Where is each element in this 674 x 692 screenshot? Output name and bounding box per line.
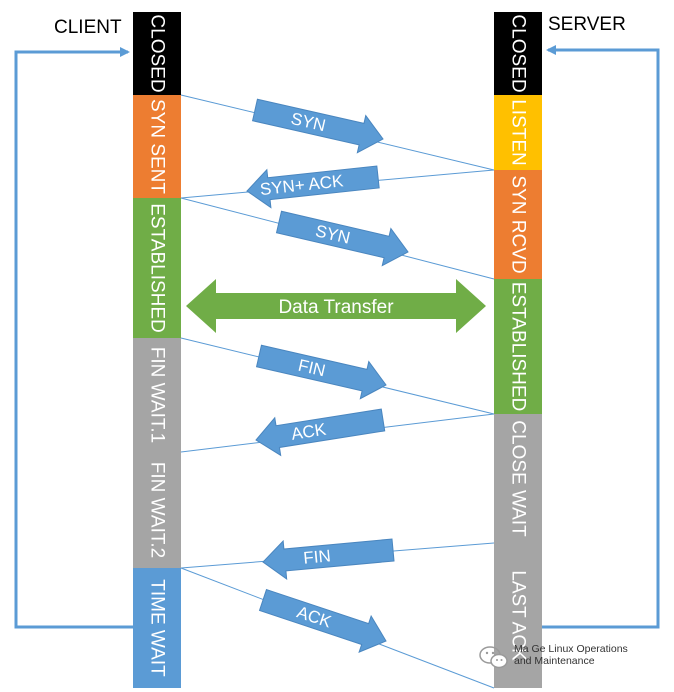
client-state-label: ESTABLISHED: [147, 203, 168, 333]
message-arrow-syn: SYN: [275, 210, 409, 267]
message-arrow-label: SYN: [314, 221, 352, 247]
client-state-syn-sent: SYN SENT: [133, 95, 181, 198]
client-state-label: CLOSED: [147, 14, 168, 92]
server-return-loop: [494, 45, 660, 629]
message-arrow-syn-ack: SYN+ ACK: [246, 165, 380, 209]
client-state-fin-wait-2: FIN WAIT.2: [133, 452, 181, 568]
message-arrow-ack: ACK: [255, 408, 386, 457]
server-state-syn-rcvd: SYN RCVD: [494, 170, 542, 279]
message-arrow-label: FIN: [303, 546, 332, 567]
server-title: SERVER: [548, 14, 626, 35]
server-state-label: LISTEN: [508, 99, 529, 166]
server-state-listen: LISTEN: [494, 95, 542, 170]
server-state-label: CLOSE WAIT: [508, 420, 529, 537]
client-title: CLIENT: [54, 17, 122, 38]
client-return-loop: [14, 47, 133, 629]
message-arrow-label: SYN: [289, 109, 327, 135]
server-state-label: LAST ACK: [508, 570, 529, 661]
server-state-label: ESTABLISHED: [508, 282, 529, 412]
client-state-label: SYN SENT: [147, 99, 168, 194]
server-state-close-wait: CLOSE WAIT: [494, 414, 542, 543]
message-arrow-syn: SYN: [251, 98, 384, 154]
data-transfer-label: Data Transfer: [278, 297, 394, 318]
server-state-label: CLOSED: [508, 14, 529, 92]
wechat-icon: [479, 646, 508, 669]
watermark-text: Ma Ge Linux Operations and Maintenance: [514, 643, 628, 667]
client-state-label: TIME WAIT: [147, 579, 168, 677]
message-arrow-fin: FIN: [255, 344, 387, 400]
server-state-established: ESTABLISHED: [494, 279, 542, 414]
server-state-column: CLOSED LISTEN SYN RCVD ESTABLISHED CLOSE WAI…: [494, 12, 542, 688]
message-arrow-ack: ACK: [258, 588, 387, 653]
client-state-label: FIN WAIT.1: [147, 347, 168, 443]
client-state-time-wait: TIME WAIT: [133, 568, 181, 688]
watermark: Ma Ge Linux Operations and Maintenance: [478, 640, 658, 680]
message-arrows: SYN SYN+ ACK SYN FIN ACK FIN ACK: [246, 98, 409, 653]
message-arrow-fin: FIN: [262, 538, 395, 580]
server-state-label: SYN RCVD: [508, 175, 529, 273]
client-state-label: FIN WAIT.2: [147, 462, 168, 558]
data-transfer-arrow: Data Transfer: [186, 279, 486, 333]
client-state-closed: CLOSED: [133, 12, 181, 95]
client-state-established: ESTABLISHED: [133, 198, 181, 338]
server-state-closed: CLOSED: [494, 12, 542, 95]
client-state-fin-wait-1: FIN WAIT.1: [133, 338, 181, 452]
